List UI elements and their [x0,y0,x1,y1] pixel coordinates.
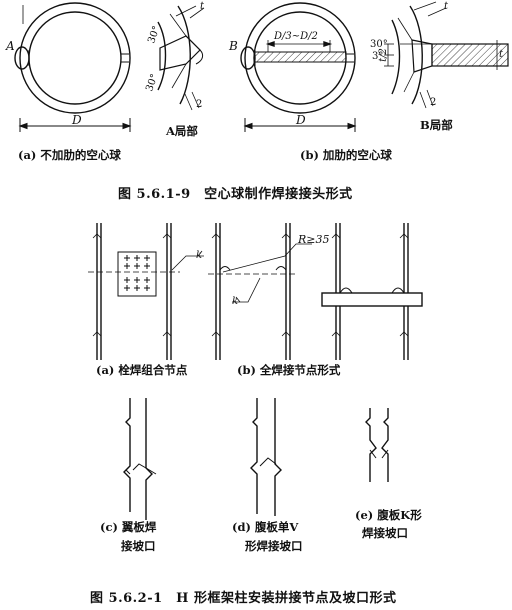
point-a-label: A [6,39,15,53]
panel-2c-title-line2: 接坡口 [121,539,156,553]
panel-2c-title-line1: (c) 翼板焊 [100,520,157,534]
detail-a-section [157,5,205,111]
weld-k-b: k [232,296,239,307]
groove-e [365,408,389,482]
column-a [88,223,204,360]
ball-b [240,2,356,114]
panel-2d-title-line1: (d) 腹板单V [232,520,299,534]
gap-2-b: 2 [430,97,437,108]
figure-2-caption: 图 5.6.2-1 H 形框架柱安装拼接节点及坡口形式 [90,591,397,606]
figure-1-caption: 图 5.6.1-9 空心球制作焊接接头形式 [118,187,353,202]
point-b-label: B [229,39,238,53]
ball-a [14,2,131,114]
groove-d [250,398,282,516]
panel-2d-title-line2: 形焊接坡口 [245,539,303,553]
dim-d-label-a: D [72,113,82,127]
detail-b-title: B局部 [420,118,453,132]
weld-k-a: k [196,250,203,261]
column-c [321,223,423,360]
bolt-grid [124,255,150,291]
column-b [208,223,312,360]
dim-d-label-b: D [296,113,306,127]
thickness-t-b: t [444,1,449,12]
thickness-t-a: t [200,1,205,12]
angle-top-b: 30° [370,39,388,50]
dim-line-b [243,118,357,132]
panel-2e-title-line2: 焊接坡口 [362,526,408,540]
panel-2e-title-line1: (e) 腹板K形 [355,508,422,522]
gap-2-a: 2 [196,99,203,110]
detail-a-title: A局部 [166,124,198,138]
panel-b-title: (b) 加肋的空心球 [300,148,392,162]
panel-2a-title: (a) 栓焊组合节点 [96,363,188,377]
dim-line-a [18,118,132,132]
panel-a-title: (a) 不加肋的空心球 [18,148,121,162]
rib-thickness-t-b: t [499,49,504,60]
radius-label: R≥35 [298,233,330,246]
groove-c [123,398,157,520]
half-t-b: t/2 [377,48,389,62]
angle-side-b: 3° [372,51,384,62]
detail-b-section [384,1,509,109]
panel-2b-title: (b) 全焊接节点形式 [237,363,341,377]
rib-width-label: D/3~D/2 [274,31,318,42]
